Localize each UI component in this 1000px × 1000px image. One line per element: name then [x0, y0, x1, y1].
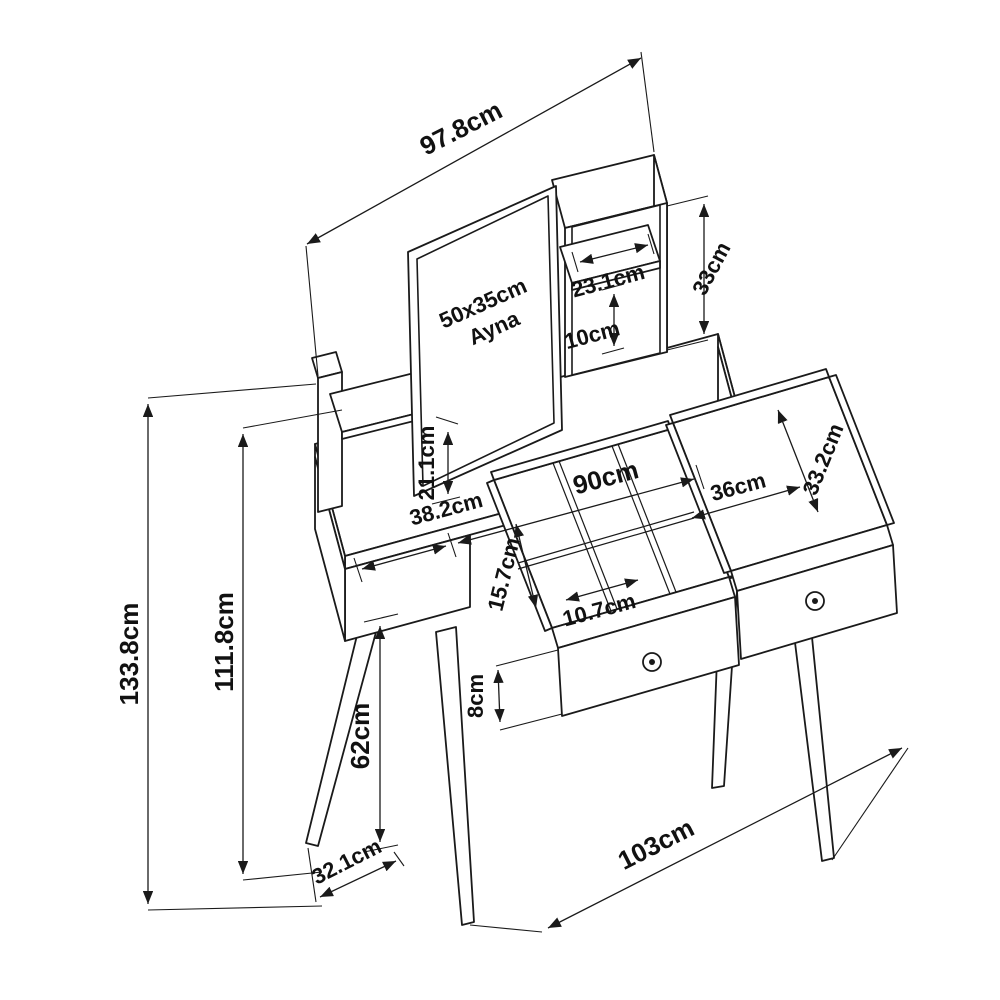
right-drawer-right-wall — [828, 374, 895, 526]
dim-drawer-height: 8cm — [463, 649, 563, 731]
dim-side-shelf-clearance: 21.1cm — [414, 416, 461, 505]
rear-left-leg — [435, 626, 475, 926]
total-height-label: 133.8cm — [114, 603, 144, 706]
drawer-height-label: 8cm — [463, 674, 488, 718]
left-drawer-knob-dot-icon — [649, 659, 655, 665]
dim-tower-height: 33cm — [666, 195, 736, 351]
floor-width-label: 103cm — [613, 812, 699, 875]
dim-body-height: 111.8cm — [209, 409, 343, 881]
tower-shelf-front — [571, 260, 661, 291]
left-shelf-unit — [311, 351, 435, 513]
body-height-label: 111.8cm — [209, 592, 239, 692]
dim-floor-width: 103cm — [469, 747, 909, 933]
mirror: 50x35cm Ayna — [407, 185, 563, 497]
right-drawer-back-wall — [669, 368, 830, 424]
dim-total-height: 133.8cm — [114, 383, 323, 911]
organizer-depth-label: 15.7cm — [483, 535, 525, 613]
dim-leg-length: 62cm — [345, 613, 399, 853]
tower-height-label: 33cm — [687, 238, 735, 299]
side-shelf-clearance-label: 21.1cm — [414, 426, 439, 501]
right-drawer-knob-dot-icon — [812, 598, 818, 604]
overall-width-label: 97.8cm — [415, 95, 507, 162]
dim-leg-offset: 32.1cm — [307, 833, 405, 903]
leg-length-label: 62cm — [345, 703, 375, 770]
